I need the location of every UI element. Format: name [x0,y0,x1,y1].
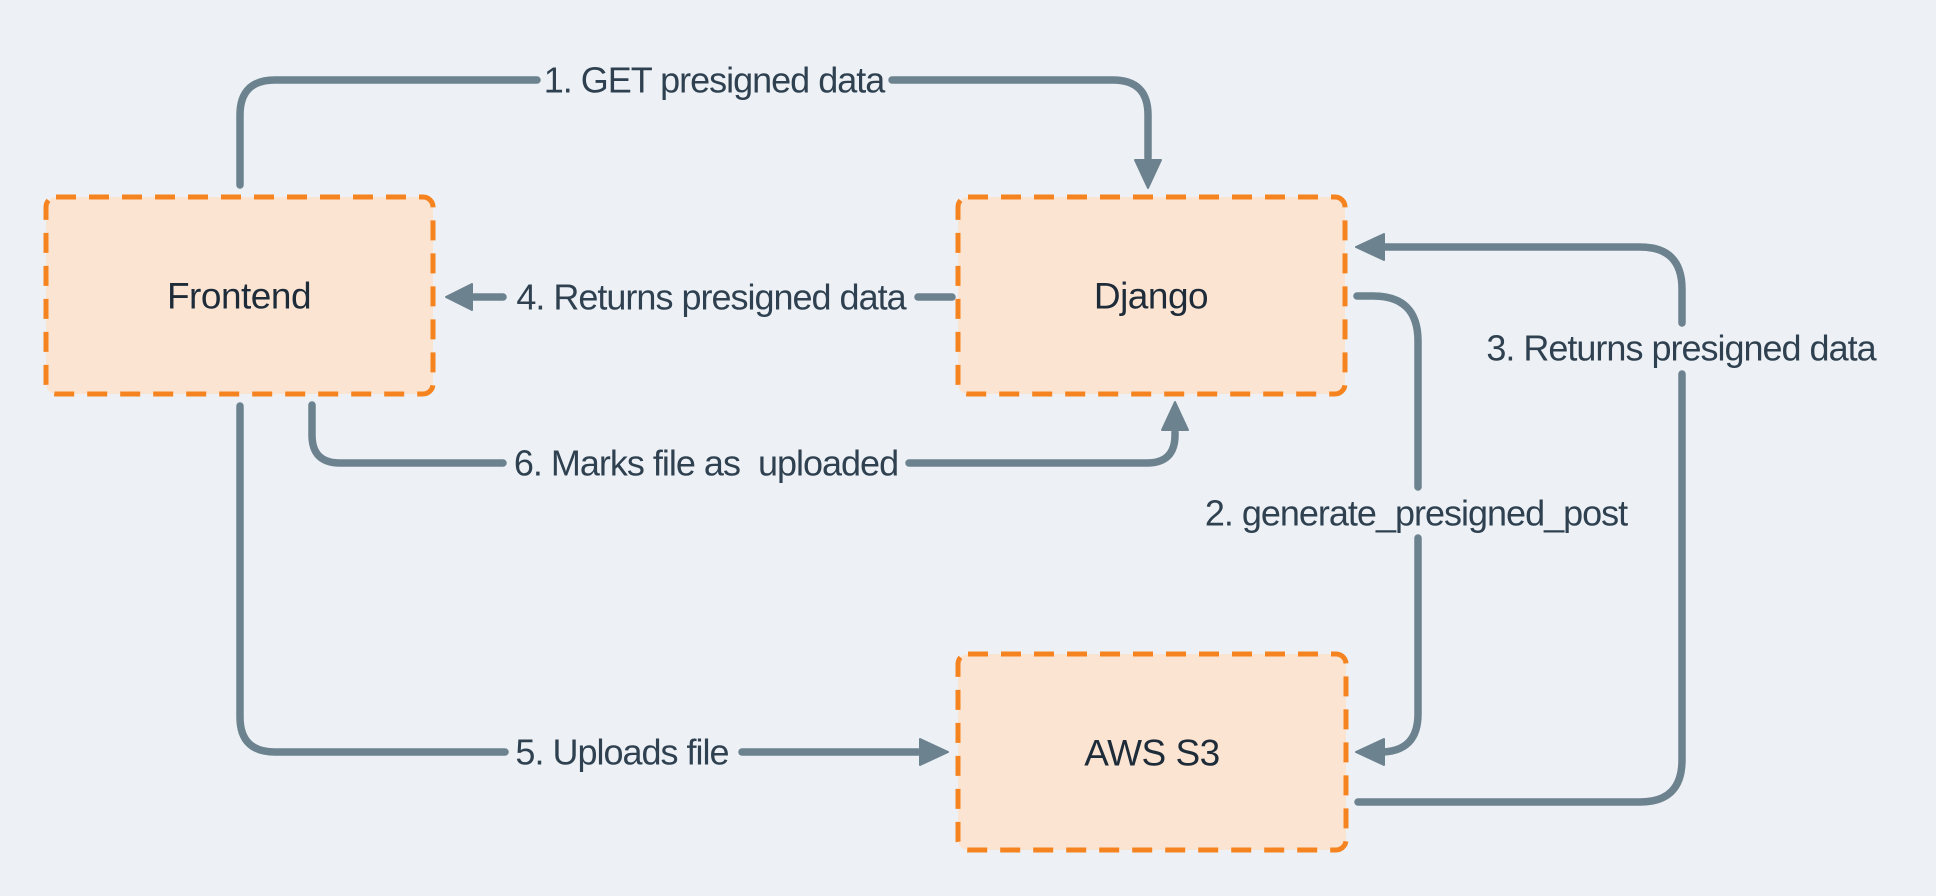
connector-step-4: 4. Returns presigned data [445,277,956,318]
step-2-label: 2. generate_presigned_post [1205,493,1628,534]
connector-step-2: 2. generate_presigned_post [1205,292,1629,766]
aws-s3-box [955,651,1349,853]
step-4-label: 4. Returns presigned data [516,277,907,318]
step-6-line-before-label [308,401,507,467]
step-5-line-before-label [236,402,509,756]
node-frontend: Frontend [43,194,436,397]
step-6-label: 6. Marks file as uploaded [514,443,898,484]
connector-step-6: 6. Marks file as uploaded [308,401,1189,484]
django-box [955,194,1348,397]
step-6-arrowhead [1161,401,1189,431]
step-1-arrowhead [1134,159,1162,189]
step-3-arrowhead [1355,233,1385,261]
step-6-line-after-label [905,428,1179,467]
node-django: Django [955,194,1348,397]
connector-step-1: 1. GET presigned data [236,60,1162,189]
step-1-label: 1. GET presigned data [544,60,887,101]
connector-step-3: 3. Returns presigned data [1354,233,1879,806]
step-3-line-after-label [1380,243,1686,327]
node-aws-s3: AWS S3 [955,651,1349,853]
step-1-line-after-label [888,76,1152,162]
frontend-box [43,194,436,397]
step-3-label: 3. Returns presigned data [1486,328,1877,369]
step-4-arrowhead [445,283,473,311]
connector-step-5: 5. Uploads file [236,402,949,773]
step-3-line-before-label [1354,370,1686,806]
step-2-arrowhead [1355,738,1385,766]
step-5-label: 5. Uploads file [515,732,728,773]
step-5-arrowhead [919,738,949,766]
step-2-line-before-label [1353,292,1422,491]
step-1-line-before-label [236,76,541,189]
django-label: Django [1094,276,1208,317]
frontend-label: Frontend [167,276,311,317]
aws-s3-label: AWS S3 [1084,733,1219,774]
